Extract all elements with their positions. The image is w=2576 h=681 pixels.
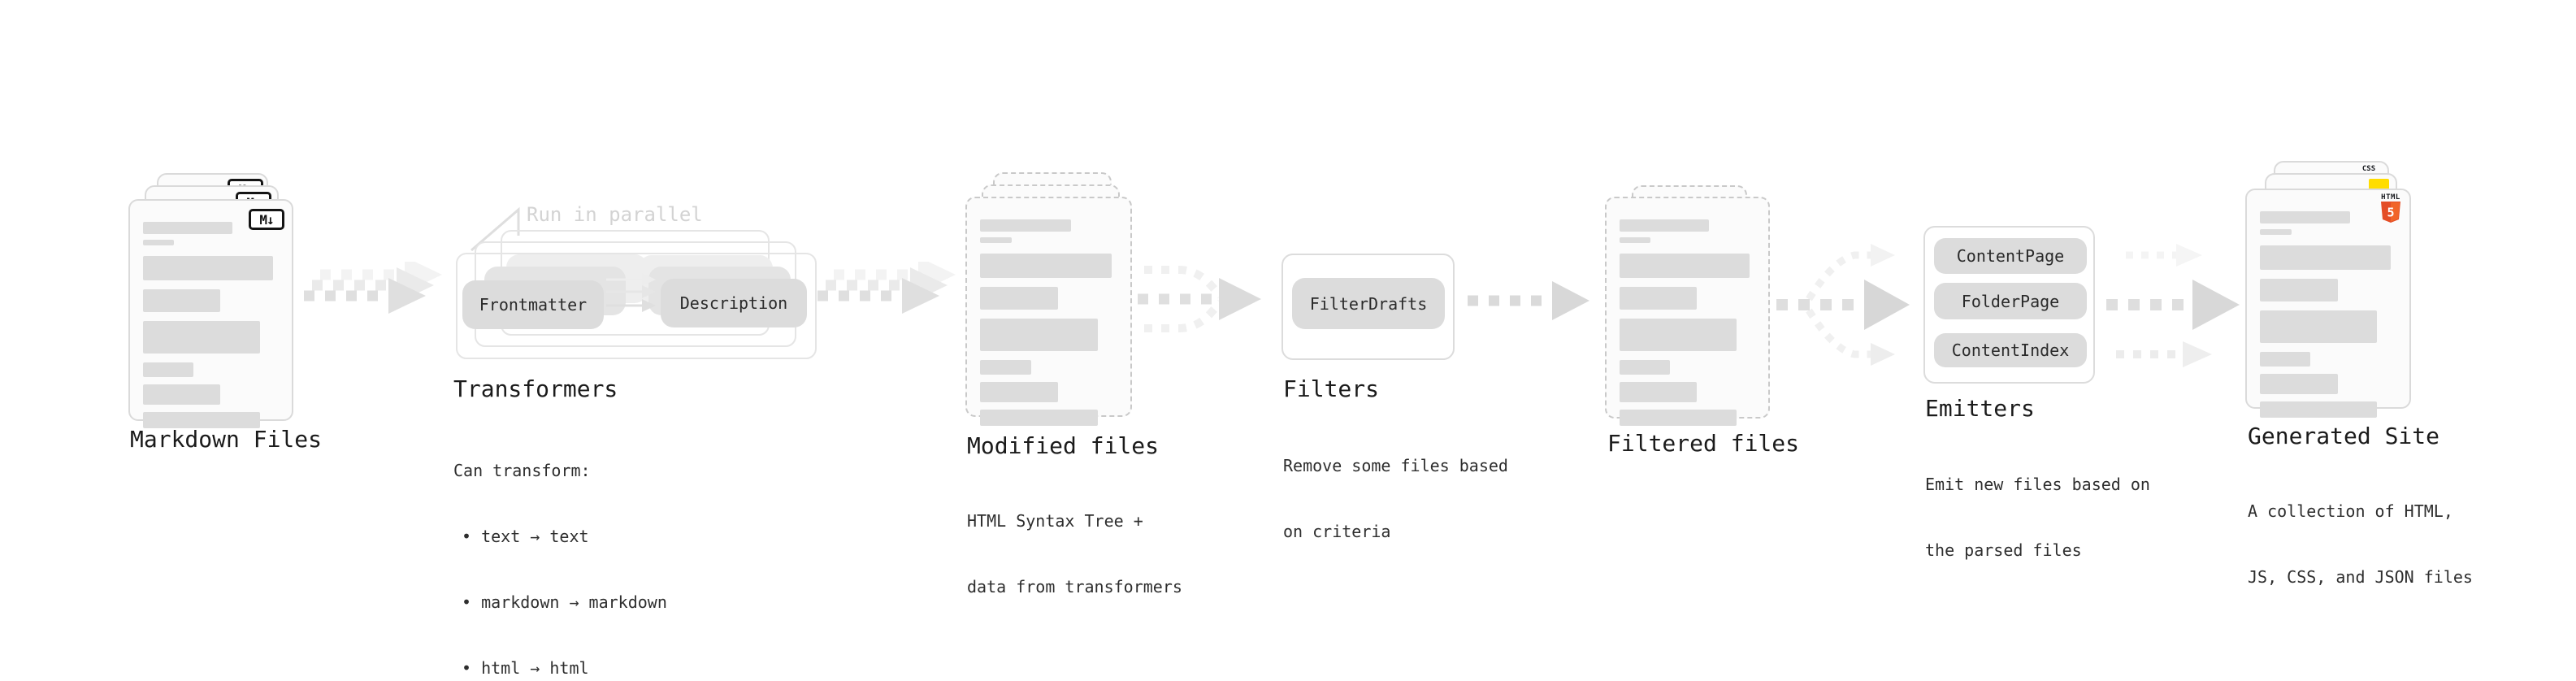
emitters-desc-line: the parsed files <box>1925 540 2082 560</box>
filters-desc-line: on criteria <box>1283 522 1391 541</box>
dashed-arrow <box>1468 281 1589 320</box>
transformers-description: Can transform: • text → text • markdown … <box>453 416 667 681</box>
doc-placeholder-lines <box>980 219 1117 426</box>
merge-arrow <box>1138 266 1261 332</box>
triple-output-arrows <box>2106 244 2240 367</box>
run-in-parallel-note: Run in parallel <box>527 203 703 226</box>
svg-text:5: 5 <box>2387 206 2394 220</box>
emitters-desc-line: Emit new files based on <box>1925 475 2150 494</box>
html5-shield: 5 <box>2381 202 2400 223</box>
modified-desc-line: HTML Syntax Tree + <box>967 511 1143 531</box>
transform-bullet: • markdown → markdown <box>462 592 667 612</box>
markdown-icon: M↓ <box>249 209 284 230</box>
emitters-label: Emitters <box>1925 395 2035 422</box>
emitter-pill-contentpage: ContentPage <box>1934 238 2087 274</box>
modified-file-card-front <box>965 197 1132 426</box>
js-file-icon <box>2369 179 2389 190</box>
doc-placeholder-lines <box>2260 211 2396 418</box>
modified-files-description: HTML Syntax Tree + data from transformer… <box>967 466 1182 642</box>
modified-files-label: Modified files <box>967 432 1160 459</box>
html5-icon-caption: HTML <box>2381 193 2400 202</box>
doc-placeholder-lines <box>1620 219 1755 426</box>
modified-desc-line: data from transformers <box>967 577 1182 596</box>
filter-pill-filterdrafts: FilterDrafts <box>1292 278 1445 329</box>
transformer-pill-frontmatter: Frontmatter <box>462 280 604 329</box>
transformer-box-front <box>456 253 817 359</box>
site-desc-line: A collection of HTML, <box>2248 501 2453 521</box>
filtered-files-label: Filtered files <box>1607 430 1800 457</box>
emitter-pill-contentindex: ContentIndex <box>1934 333 2087 367</box>
filters-label: Filters <box>1283 375 1380 402</box>
transform-step-arrows <box>606 273 656 312</box>
site-file-card-html: HTML 5 <box>2245 189 2411 418</box>
markdown-file-card-front: M↓ <box>128 199 293 428</box>
multi-file-arrow <box>304 262 442 314</box>
site-desc-line: JS, CSS, and JSON files <box>2248 567 2473 587</box>
generated-site-label: Generated Site <box>2248 423 2440 449</box>
fan-out-arrow <box>1776 244 1910 366</box>
html5-icon: HTML 5 <box>2380 193 2401 227</box>
markdown-files-label: Markdown Files <box>130 426 323 453</box>
doc-placeholder-lines <box>143 222 279 428</box>
css-icon-text: CSS <box>2361 165 2376 173</box>
emitter-pill-folderpage: FolderPage <box>1934 283 2087 319</box>
parallel-callout-line <box>471 206 520 252</box>
multi-file-arrow <box>817 262 956 314</box>
generated-site-description: A collection of HTML, JS, CSS, and JSON … <box>2248 457 2473 632</box>
filters-desc-line: Remove some files based <box>1283 456 1508 475</box>
filters-description: Remove some files based on criteria <box>1283 411 1508 587</box>
emitters-description: Emit new files based on the parsed files <box>1925 430 2150 605</box>
transform-desc-heading: Can transform: <box>453 461 591 480</box>
filtered-file-card-front <box>1605 197 1770 426</box>
transformer-pill-description: Description <box>661 279 807 327</box>
transform-bullet: • html → html <box>462 658 589 678</box>
transform-bullet: • text → text <box>462 527 589 546</box>
transformers-label: Transformers <box>453 375 618 402</box>
